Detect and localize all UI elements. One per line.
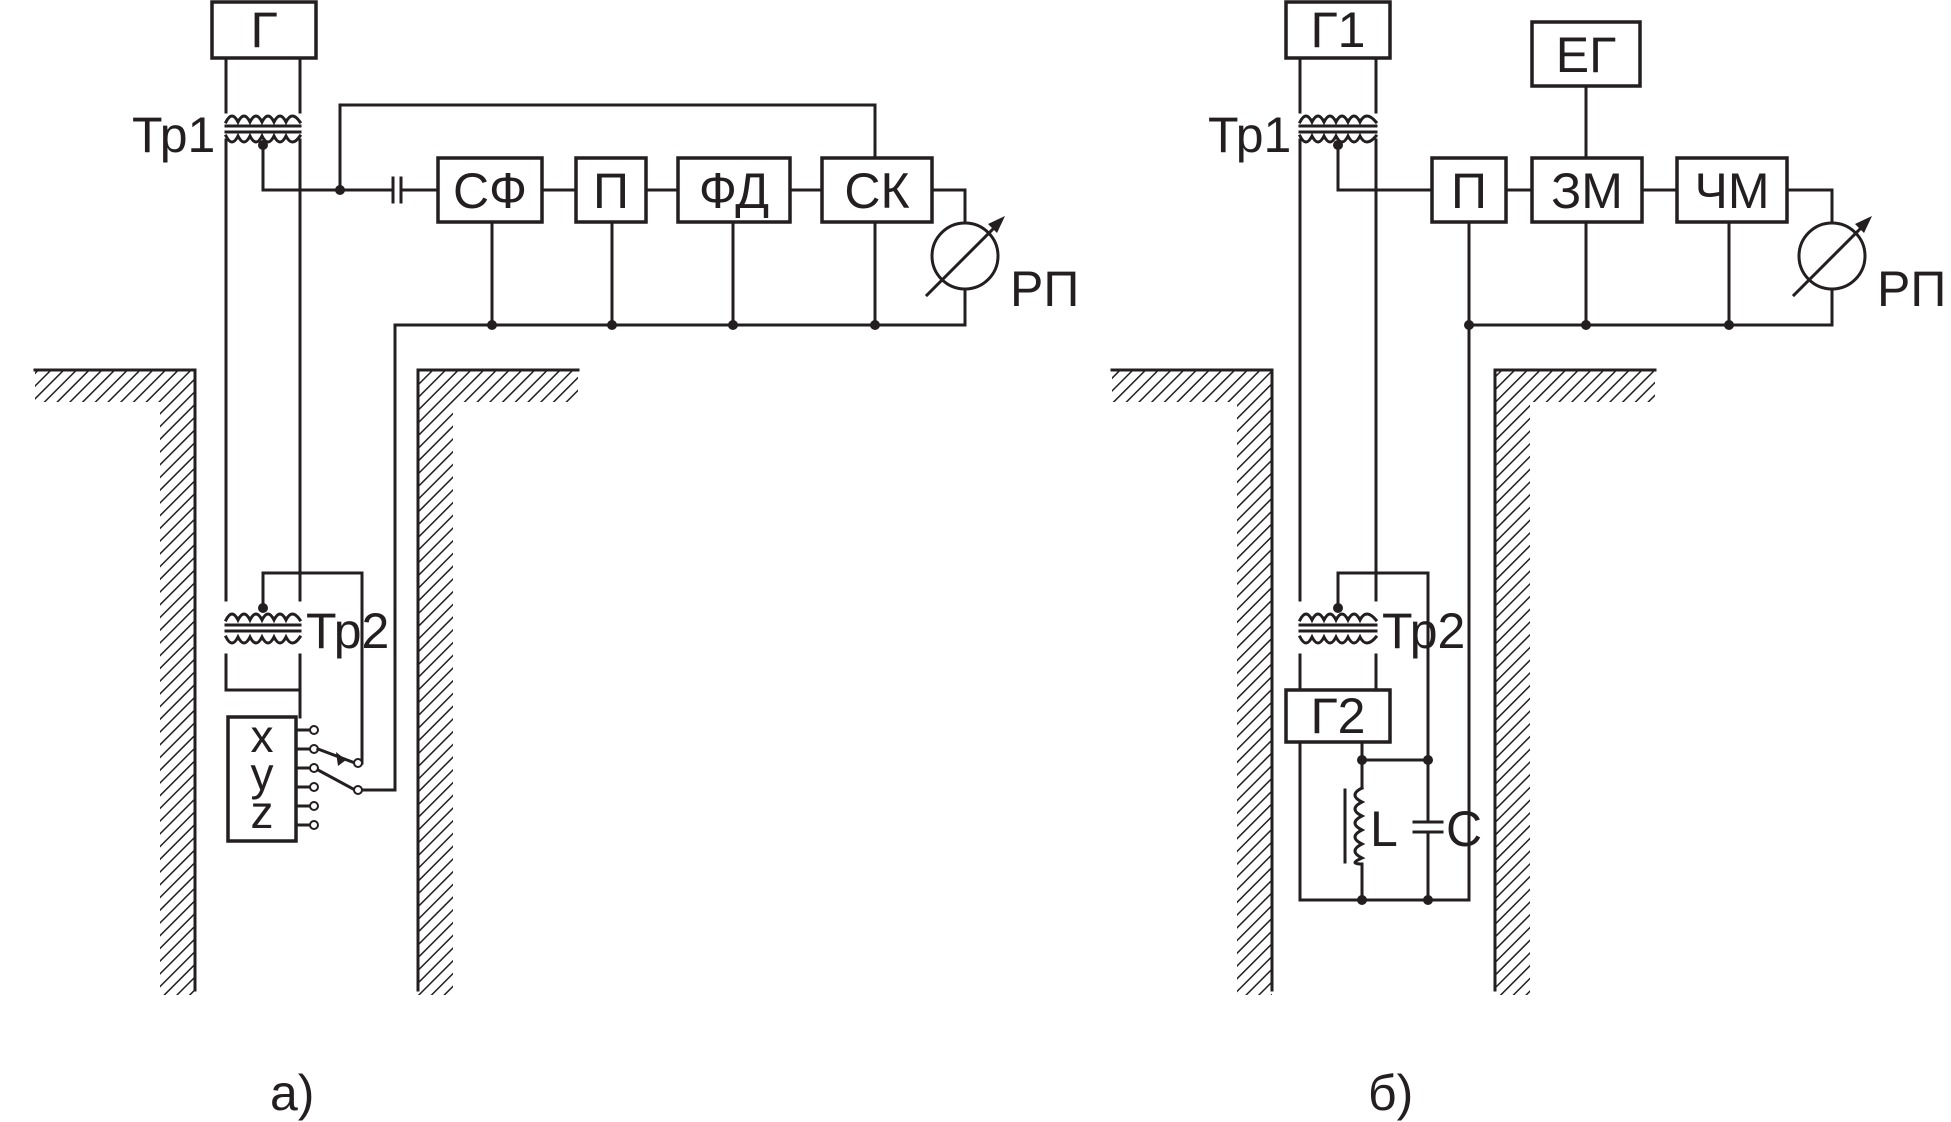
reference-generator-block	[1530, 20, 1642, 88]
borehole-b	[1110, 368, 1657, 995]
sensor-axis-y: y	[251, 748, 274, 800]
mixer-label: ЗМ	[1551, 163, 1623, 219]
filter-block	[436, 156, 544, 224]
phase-detector-label: ФД	[699, 163, 769, 219]
borehole-a	[33, 368, 580, 995]
caption-a: а)	[270, 1065, 314, 1121]
switch-label: СК	[844, 163, 909, 219]
transformer-tr1-b-symbol	[1297, 114, 1379, 144]
filter-label: СФ	[453, 163, 527, 219]
wiring-a	[224, 58, 967, 792]
reference-generator-label: ЕГ	[1556, 27, 1616, 83]
generator-1-label: Г1	[1311, 2, 1366, 58]
capacitor-b-symbol	[1412, 820, 1444, 834]
converter-block-b	[1430, 156, 1508, 224]
frequency-meter-label: ЧМ	[1695, 163, 1770, 219]
generator-2-block	[1284, 688, 1392, 744]
caption-b: б)	[1368, 1065, 1413, 1121]
wiring-b	[1298, 58, 1834, 902]
transformer-tr2-a-symbol	[223, 612, 303, 645]
diagram-b: L C Г1 ЕГ П ЗМ ЧМ Г2 РП Тр1 Тр2	[1110, 0, 1946, 1121]
sensor-contacts	[294, 725, 363, 830]
mixer-block	[1530, 156, 1644, 224]
tr2-label-b: Тр2	[1382, 603, 1465, 659]
sensor-block	[226, 715, 298, 843]
junctions-b	[1333, 140, 1734, 905]
converter-label-b: П	[1451, 163, 1487, 219]
converter-block-a	[574, 156, 648, 224]
generator-2-label: Г2	[1311, 688, 1366, 744]
frequency-meter-block	[1675, 156, 1789, 224]
recorder-a-symbol	[924, 216, 1005, 298]
capacitor-label: C	[1446, 801, 1482, 857]
junctions-a	[258, 140, 880, 613]
diagram-a: Г СФ П ФД СК РП Тр1 Тр2 x y z	[33, 0, 1079, 1121]
converter-label-a: П	[593, 163, 629, 219]
tr1-label-a: Тр1	[132, 107, 215, 163]
capacitor-a-symbol	[391, 176, 403, 204]
recorder-label-a: РП	[1010, 261, 1079, 317]
inductor-symbol	[1343, 785, 1366, 866]
sensor-axis-z: z	[251, 786, 274, 838]
sensor-axis-x: x	[251, 710, 274, 762]
recorder-b-symbol	[1791, 216, 1872, 298]
inductor-label: L	[1370, 801, 1398, 857]
transformer-tr2-b-symbol	[1297, 612, 1379, 645]
generator-1-block	[1284, 0, 1392, 60]
recorder-label-b: РП	[1877, 261, 1946, 317]
tr1-label-b: Тр1	[1208, 107, 1291, 163]
transformer-tr1-a-symbol	[223, 114, 303, 144]
switch-block	[820, 156, 934, 224]
generator-label-a: Г	[250, 2, 277, 58]
generator-block-a	[210, 0, 318, 60]
phase-detector-block	[676, 156, 792, 224]
tr2-label-a: Тр2	[306, 603, 389, 659]
